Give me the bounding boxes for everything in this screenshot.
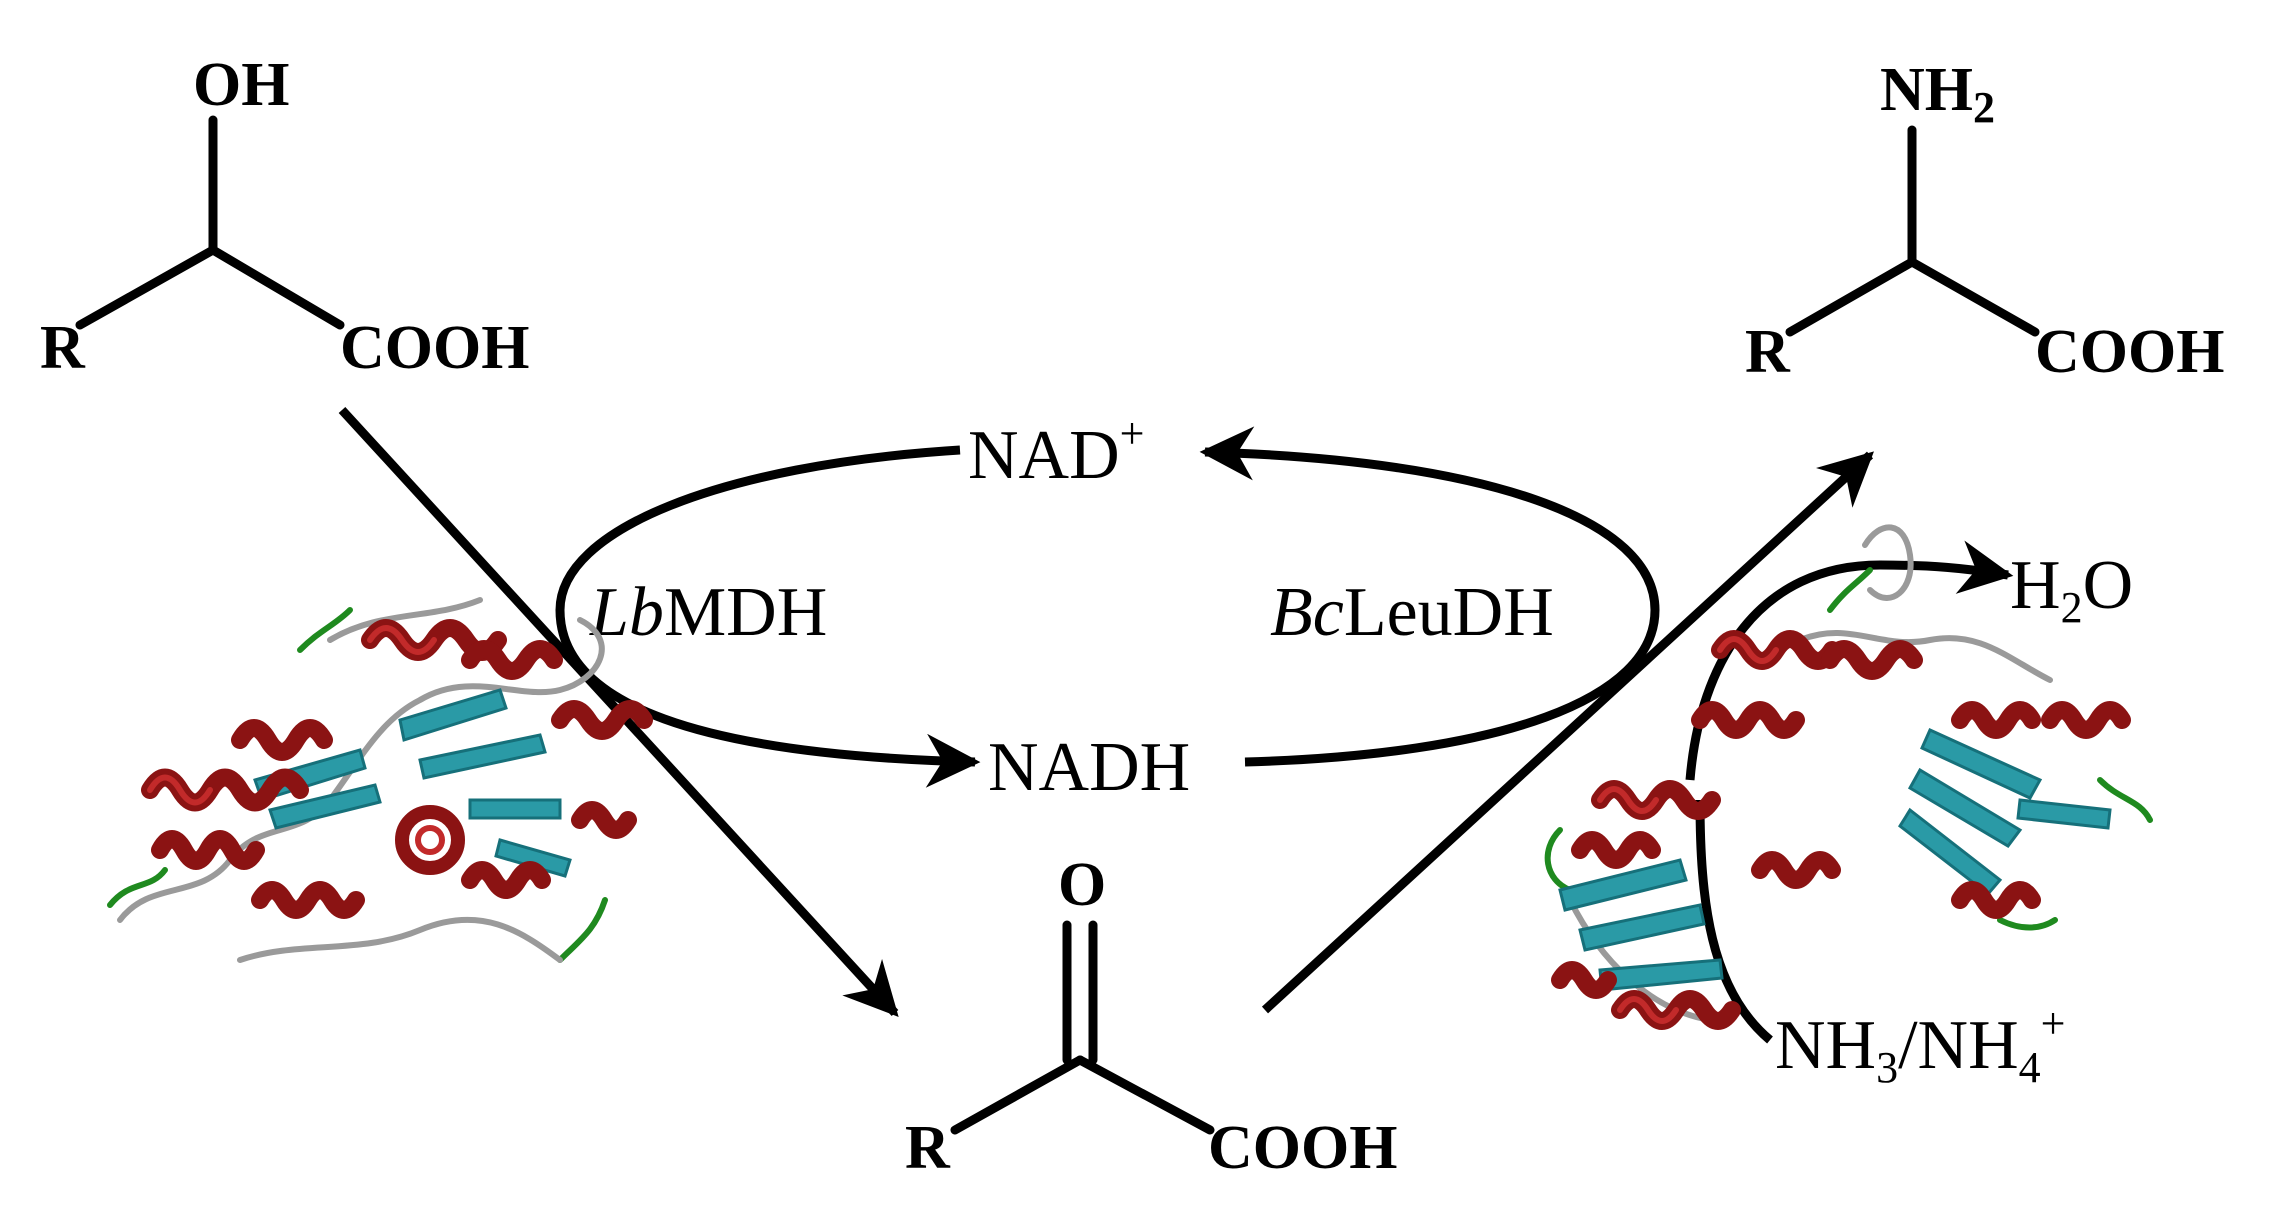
nad-plus-label: NAD+ [968, 409, 1144, 494]
r-group-label: R [905, 1114, 951, 1182]
keto-acid-molecule: O R COOH [905, 851, 1397, 1182]
amino-label: NH2 [1880, 56, 1995, 132]
ammonia-label: NH3/NH4+ [1775, 999, 2066, 1092]
carboxyl-label: COOH [2035, 318, 2224, 386]
nadh-label: NADH [988, 729, 1190, 806]
water-release-arrow [1685, 540, 2014, 781]
amino-acid-molecule: NH2 R COOH [1745, 56, 2224, 386]
lbmdh-enzyme-label: LbMDH [589, 574, 827, 651]
carboxyl-label: COOH [1208, 1114, 1397, 1182]
hydroxy-acid-molecule: OH R COOH [40, 51, 529, 382]
ammonia-input-line [1695, 799, 1773, 1044]
cofactor-cycle: NAD+ NADH LbMDH BcLeuDH [555, 409, 1660, 806]
amination-arrow [1261, 451, 1874, 1014]
bcleudh-protein-structure-image [1544, 524, 2153, 1030]
r-group-label: R [1745, 318, 1791, 386]
lbmdh-protein-structure-image [107, 597, 653, 963]
water-label: H2O [2010, 547, 2133, 632]
bcleudh-enzyme-label: BcLeuDH [1270, 574, 1554, 651]
hydroxy-label: OH [193, 51, 289, 119]
nad-to-nadh-arrow [555, 445, 981, 788]
nadh-to-nad-arrow [1199, 426, 1660, 767]
carboxyl-label: COOH [340, 314, 529, 382]
keto-oxygen-label: O [1058, 851, 1106, 919]
r-group-label: R [40, 314, 86, 382]
